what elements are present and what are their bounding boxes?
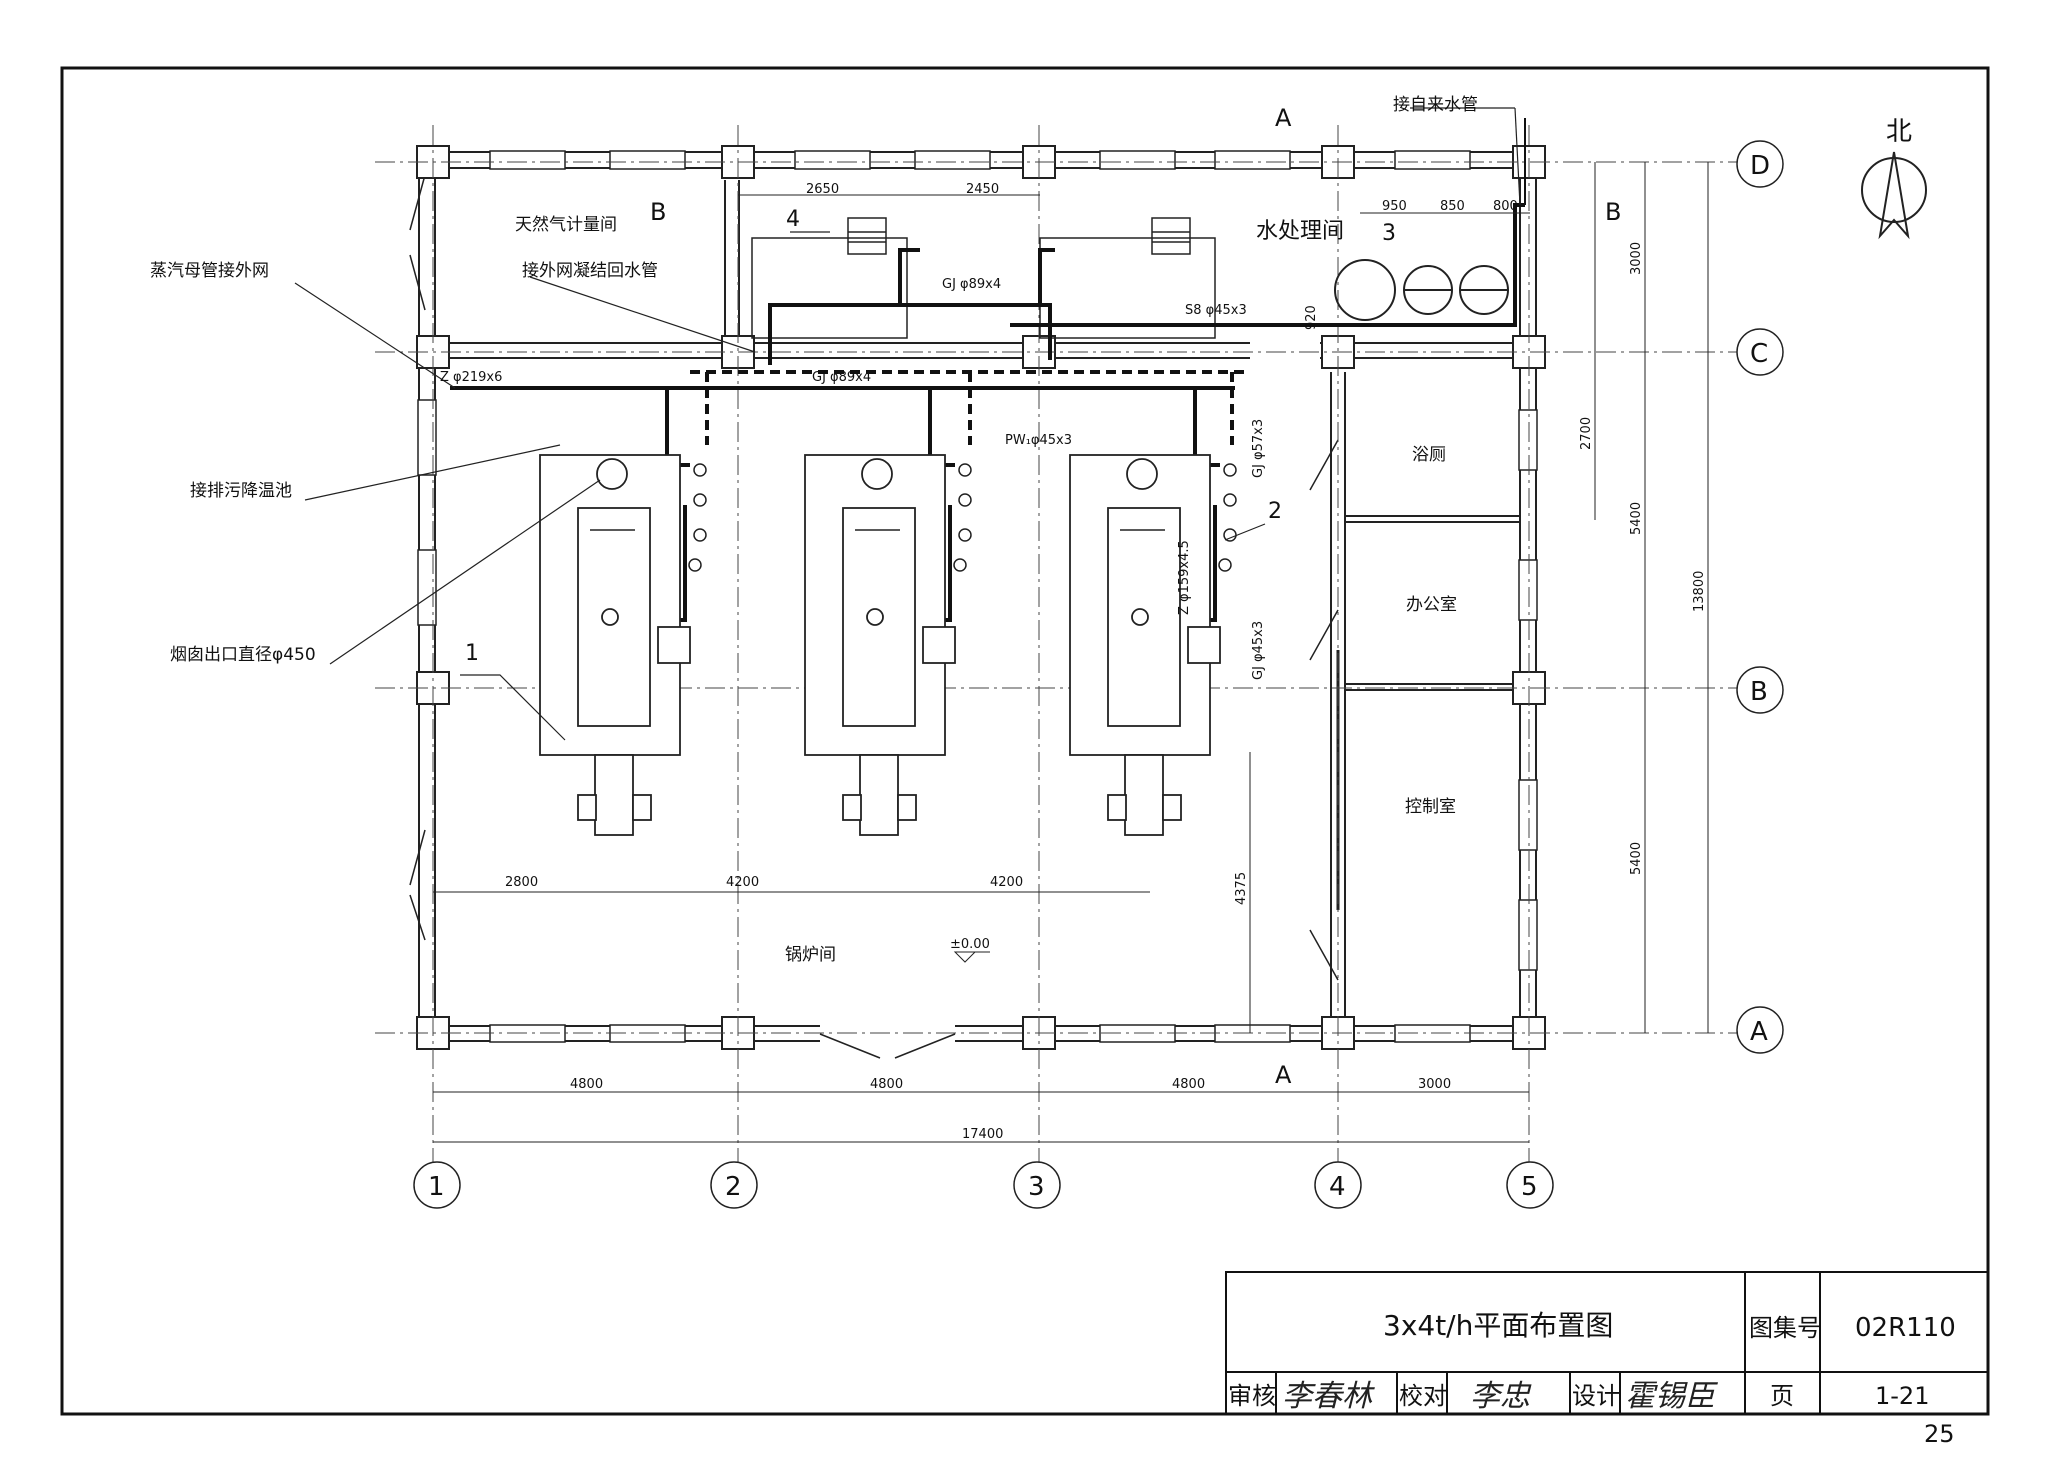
dim-3000-horizontal: 3000 bbox=[1418, 1077, 1451, 1092]
item-number-1: 1 bbox=[465, 641, 479, 666]
dim-950: 950 bbox=[1382, 199, 1407, 214]
gas-meter-equipment bbox=[751, 217, 1216, 339]
pipe-s8: S8 φ45x3 bbox=[1185, 303, 1247, 318]
dim-4375: 4375 bbox=[1234, 872, 1249, 905]
room-control: 控制室 bbox=[1405, 797, 1456, 817]
callout-chimney: 烟囱出口直径φ450 bbox=[170, 645, 316, 665]
room-office: 办公室 bbox=[1406, 595, 1457, 615]
dim-800: 800 bbox=[1493, 199, 1518, 214]
design-label: 设计 bbox=[1572, 1382, 1620, 1410]
dim-5400-lower: 5400 bbox=[1629, 842, 1644, 875]
callout-condensate-return: 接外网凝结回水管 bbox=[522, 261, 658, 281]
callout-steam-header: 蒸汽母管接外网 bbox=[150, 261, 269, 281]
drawing-title: 3x4t/h平面布置图 bbox=[1383, 1309, 1613, 1342]
atlas-number: 02R110 bbox=[1855, 1313, 1956, 1343]
dim-13800: 13800 bbox=[1692, 571, 1707, 612]
item-number-2: 2 bbox=[1268, 499, 1282, 524]
grid-col-2: 2 bbox=[725, 1172, 742, 1202]
page-number: 1-21 bbox=[1875, 1382, 1929, 1410]
dim-5400-upper: 5400 bbox=[1629, 502, 1644, 535]
dim-17400: 17400 bbox=[962, 1127, 1003, 1142]
section-mark-a-bottom: A bbox=[1275, 1061, 1292, 1089]
dimension-lines bbox=[433, 162, 1709, 1143]
room-boiler: 锅炉间 bbox=[785, 945, 836, 965]
dim-3000-vertical: 3000 bbox=[1629, 242, 1644, 275]
grid-row-a: A bbox=[1750, 1017, 1768, 1047]
callout-tap-water: 接自来水管 bbox=[1393, 95, 1478, 115]
grid-lines bbox=[375, 125, 1740, 1170]
atlas-label: 图集号 bbox=[1749, 1314, 1821, 1342]
main-pipes bbox=[450, 118, 1526, 622]
elevation-triangle bbox=[953, 951, 990, 963]
sheet-number: 25 bbox=[1924, 1420, 1955, 1448]
item-number-3: 3 bbox=[1382, 221, 1396, 246]
dim-2650: 2650 bbox=[806, 182, 839, 197]
title-block bbox=[1225, 1271, 1989, 1415]
grid-row-d: D bbox=[1750, 151, 1770, 181]
leader-lines bbox=[294, 107, 1521, 741]
pipe-pw: PW₁φ45x3 bbox=[1005, 433, 1072, 448]
dim-4200-a: 4200 bbox=[726, 875, 759, 890]
dim-4800-c: 4800 bbox=[1172, 1077, 1205, 1092]
grid-col-3: 3 bbox=[1028, 1172, 1045, 1202]
room-bath: 浴厕 bbox=[1412, 445, 1446, 465]
grid-col-4: 4 bbox=[1329, 1172, 1346, 1202]
callout-blowdown: 接排污降温池 bbox=[190, 481, 292, 501]
grid-col-1: 1 bbox=[428, 1172, 445, 1202]
water-tanks bbox=[1334, 259, 1509, 321]
item-number-4: 4 bbox=[786, 207, 800, 232]
dim-4800-a: 4800 bbox=[570, 1077, 603, 1092]
dim-920: 920 bbox=[1304, 305, 1319, 330]
reviewer-signature: 李春林 bbox=[1282, 1379, 1375, 1414]
pipe-gj45: GJ φ45x3 bbox=[1251, 621, 1266, 680]
page-label: 页 bbox=[1770, 1382, 1794, 1410]
review-label: 审核 bbox=[1228, 1382, 1276, 1410]
dim-2700: 2700 bbox=[1579, 417, 1594, 450]
boiler-valves bbox=[590, 463, 1237, 572]
grid-row-c: C bbox=[1750, 339, 1768, 369]
elevation-mark: ±0.00 bbox=[950, 937, 990, 952]
dashed-pipes bbox=[690, 370, 1245, 445]
pipe-gj-top: GJ φ89x4 bbox=[942, 277, 1001, 292]
pipe-gj57: GJ φ57x3 bbox=[1251, 419, 1266, 478]
pipe-main-steam: Z φ219x6 bbox=[440, 370, 502, 385]
windows bbox=[417, 150, 1538, 1043]
check-label: 校对 bbox=[1399, 1382, 1447, 1410]
section-mark-b-right: B bbox=[1605, 198, 1621, 226]
dim-4200-b: 4200 bbox=[990, 875, 1023, 890]
boilers bbox=[539, 454, 1221, 836]
grid-bubbles-rows bbox=[1736, 140, 1784, 1054]
grid-col-5: 5 bbox=[1521, 1172, 1538, 1202]
section-mark-b-left: B bbox=[650, 198, 666, 226]
designer-signature: 霍锡臣 bbox=[1625, 1379, 1718, 1414]
dim-2800: 2800 bbox=[505, 875, 538, 890]
north-label: 北 bbox=[1886, 117, 1912, 147]
dim-2450: 2450 bbox=[966, 182, 999, 197]
section-mark-a-top: A bbox=[1275, 104, 1292, 132]
dim-4800-b: 4800 bbox=[870, 1077, 903, 1092]
checker-signature: 李忠 bbox=[1470, 1379, 1532, 1414]
pipe-z159: Z φ159x4.5 bbox=[1177, 540, 1192, 615]
north-arrow bbox=[1861, 151, 1927, 240]
pipe-gj-main: GJ φ89x4 bbox=[812, 370, 871, 385]
room-water-treatment: 水处理间 bbox=[1256, 219, 1344, 244]
room-gas-meter: 天然气计量间 bbox=[515, 215, 617, 235]
sheet-border bbox=[60, 66, 1990, 1416]
grid-bubbles-columns bbox=[413, 1161, 1554, 1209]
grid-row-b: B bbox=[1750, 677, 1768, 707]
dim-850: 850 bbox=[1440, 199, 1465, 214]
